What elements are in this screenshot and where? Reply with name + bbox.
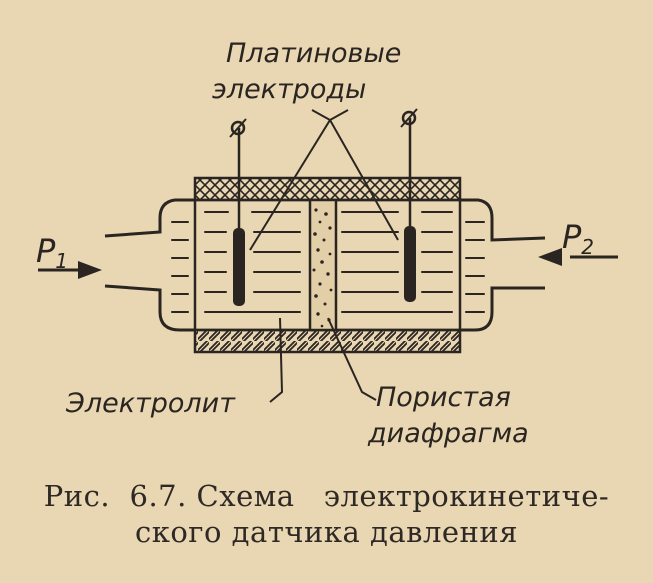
left-terminal-icon bbox=[230, 120, 246, 136]
diaphragm-label-line1: Пористая bbox=[376, 382, 511, 413]
right-electrode bbox=[400, 108, 418, 302]
porous-diaphragm bbox=[308, 198, 338, 332]
electrolyte-label: Электролит bbox=[65, 388, 236, 419]
p2-label: P2 bbox=[562, 218, 594, 259]
p2-arrow-icon bbox=[538, 248, 618, 266]
electrolyte-leader bbox=[269, 317, 284, 403]
p1-arrow-icon bbox=[38, 261, 102, 279]
bottom-base bbox=[193, 328, 462, 354]
pressure-sensor-diagram: Платиновые электроды P1 P2 Электролит По… bbox=[36, 38, 618, 449]
diaphragm-leader bbox=[327, 317, 377, 401]
figure-caption: Рис. 6.7. Схема электрокинетиче- ского д… bbox=[0, 478, 653, 550]
top-cover bbox=[193, 176, 462, 202]
electrode-leaders bbox=[249, 109, 399, 251]
p1-label: P1 bbox=[36, 232, 68, 273]
left-electrode bbox=[229, 118, 247, 306]
housing-outline bbox=[104, 198, 546, 332]
electrodes-label-line2: электроды bbox=[212, 74, 366, 105]
caption-line1: Рис. 6.7. Схема электрокинетиче- bbox=[43, 479, 610, 513]
electrodes-label-line1: Платиновые bbox=[226, 38, 401, 69]
right-terminal-icon bbox=[401, 110, 417, 126]
diaphragm-label-line2: диафрагма bbox=[367, 418, 529, 449]
caption-line2: ского датчика давления bbox=[134, 515, 519, 549]
electrolyte-lines bbox=[171, 211, 485, 313]
